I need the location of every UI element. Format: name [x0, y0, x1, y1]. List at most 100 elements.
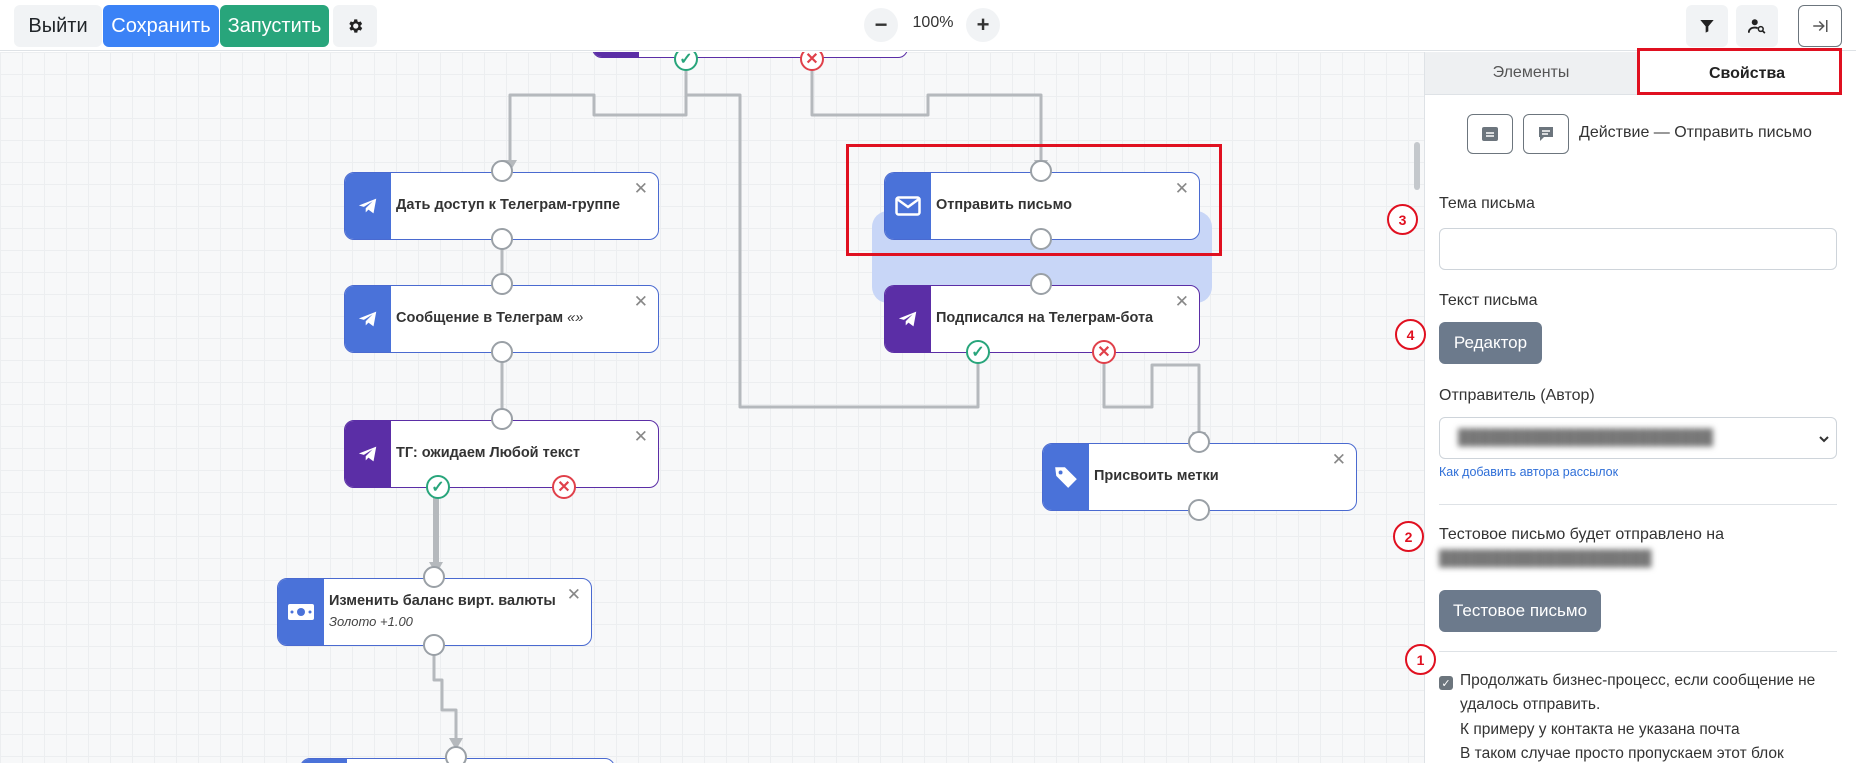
filter-button[interactable] [1686, 5, 1728, 47]
node-title: Присвоить метки [1094, 468, 1219, 484]
zoom-out-button[interactable]: − [864, 8, 898, 42]
node-partial-side [593, 52, 639, 57]
input-port[interactable] [491, 273, 513, 295]
output-port[interactable] [491, 341, 513, 363]
tab-elements[interactable]: Элементы [1425, 52, 1637, 95]
input-port[interactable] [1030, 273, 1052, 295]
sender-label: Отправитель (Автор) [1439, 387, 1595, 404]
node-close-button[interactable]: ✕ [633, 179, 648, 198]
message-type-button[interactable] [1467, 114, 1513, 154]
continue-line-1: Продолжать бизнес-процесс, если сообщени… [1460, 672, 1816, 689]
node-close-button[interactable]: ✕ [633, 292, 648, 311]
node-close-button[interactable]: ✕ [1174, 292, 1189, 311]
save-button[interactable]: Сохранить [103, 5, 219, 47]
node-title: Изменить баланс вирт. валюты [329, 593, 556, 609]
output-port[interactable] [1030, 228, 1052, 250]
node-side [278, 579, 324, 645]
highlight-box-node [846, 144, 1222, 256]
yes-port[interactable]: ✓ [674, 52, 698, 71]
telegram-icon [898, 311, 917, 327]
workflow-canvas[interactable]: ✓ ✕ Дать доступ к Телеграм-группе ✕ Сооб… [0, 52, 1424, 763]
sender-value: ████████████████████████ [1458, 429, 1714, 446]
node-subtitle: Золото +1.00 [329, 614, 413, 629]
input-port[interactable] [423, 566, 445, 588]
continue-line-4: В таком случае просто пропускаем этот бл… [1460, 745, 1784, 762]
annotation-marker-4: 4 [1395, 319, 1426, 350]
annotation-marker-1: 1 [1405, 644, 1436, 675]
node-side [345, 421, 391, 487]
test-email-button[interactable]: Тестовое письмо [1439, 590, 1601, 632]
body-label: Текст письма [1439, 292, 1538, 309]
output-port[interactable] [491, 228, 513, 250]
divider [1439, 504, 1837, 505]
no-port[interactable]: ✕ [1092, 340, 1116, 364]
filter-icon [1700, 20, 1714, 33]
node-title: Отправить письмо [936, 197, 1072, 213]
envelope-icon [895, 196, 921, 216]
collapse-panel-button[interactable] [1798, 5, 1842, 47]
output-port[interactable] [1188, 499, 1210, 521]
subject-label: Тема письма [1439, 195, 1535, 212]
node-partial-top[interactable] [592, 52, 908, 58]
node-side [885, 173, 931, 239]
exit-button[interactable]: Выйти [14, 5, 102, 47]
run-button[interactable]: Запустить [220, 5, 329, 47]
sender-select[interactable]: ████████████████████████ [1439, 417, 1837, 459]
node-title: Подписался на Телеграм-бота [936, 310, 1154, 326]
annotation-marker-3: 3 [1387, 204, 1418, 235]
test-email-value: ████████████████████ [1439, 550, 1652, 567]
highlight-box-tab [1637, 48, 1842, 95]
editor-button[interactable]: Редактор [1439, 322, 1542, 364]
money-icon [288, 604, 314, 620]
input-port[interactable] [491, 160, 513, 182]
add-author-link[interactable]: Как добавить автора рассылок [1439, 465, 1619, 479]
zoom-level: 100% [912, 14, 954, 31]
user-search-icon [1748, 19, 1766, 34]
tag-icon [1055, 467, 1077, 488]
node-side [345, 286, 391, 352]
node-title: Дать доступ к Телеграм-группе [396, 197, 621, 213]
user-search-button[interactable] [1736, 5, 1778, 47]
tab-properties[interactable]: Свойства [1637, 52, 1856, 95]
gear-icon [349, 19, 363, 33]
properties-panel: Элементы Свойства Действие — Отправить п… [1387, 48, 1856, 763]
input-port[interactable] [445, 746, 467, 763]
comment-icon [1539, 127, 1553, 141]
input-port[interactable] [1030, 160, 1052, 182]
node-close-button[interactable]: ✕ [1331, 450, 1346, 469]
wire-balance-next [432, 645, 458, 748]
wire-yes-long [686, 93, 980, 409]
telegram-icon [358, 198, 377, 214]
no-port[interactable]: ✕ [800, 52, 824, 71]
settings-button[interactable] [333, 5, 377, 47]
top-toolbar: Выйти Сохранить Запустить − 100% + [0, 0, 1856, 51]
subject-input[interactable] [1439, 228, 1837, 270]
continue-checkbox[interactable]: ✓ [1439, 676, 1453, 690]
node-tg-wait-text[interactable]: ТГ: ожидаем Любой текст ✕ [344, 420, 659, 488]
node-subscribed-bot[interactable]: Подписался на Телеграм-бота ✕ [884, 285, 1200, 353]
telegram-icon [358, 446, 377, 462]
zoom-in-button[interactable]: + [966, 8, 1000, 42]
continue-line-2: удалось отправить. [1460, 696, 1601, 713]
canvas-scrollbar[interactable] [1414, 142, 1420, 190]
comment-button[interactable] [1523, 114, 1569, 154]
node-close-button[interactable]: ✕ [633, 427, 648, 446]
wire-bot-tags [1102, 352, 1201, 432]
node-title: Сообщение в Телеграм «» [396, 310, 584, 326]
yes-port[interactable]: ✓ [426, 475, 450, 499]
annotation-marker-2: 2 [1393, 521, 1424, 552]
node-close-button[interactable]: ✕ [1174, 179, 1189, 198]
node-side [345, 173, 391, 239]
chevron-down-icon [1819, 436, 1829, 443]
input-port[interactable] [491, 408, 513, 430]
telegram-icon [358, 311, 377, 327]
output-port[interactable] [423, 634, 445, 656]
no-port[interactable]: ✕ [552, 475, 576, 499]
continue-line-3: К примеру у контакта не указана почта [1460, 721, 1740, 738]
input-port[interactable] [1188, 431, 1210, 453]
collapse-right-icon [1813, 20, 1828, 32]
yes-port[interactable]: ✓ [966, 340, 990, 364]
node-close-button[interactable]: ✕ [566, 585, 581, 604]
wire-no-right [810, 60, 1043, 160]
node-title: ТГ: ожидаем Любой текст [396, 445, 581, 461]
